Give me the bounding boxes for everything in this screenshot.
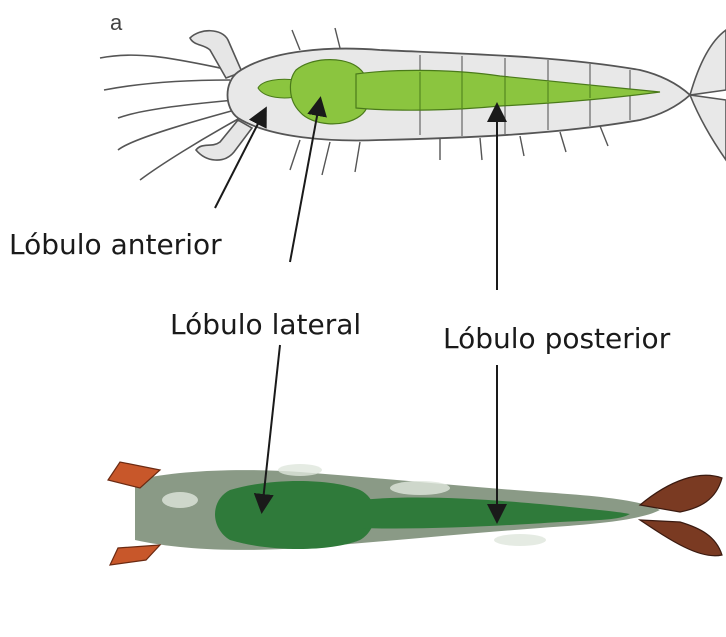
shrimp-drawing	[100, 28, 726, 180]
dissected-shrimp-photo	[108, 462, 722, 565]
panel-letter: a	[110, 10, 123, 35]
label-posterior-lobe: Lóbulo posterior	[443, 325, 670, 353]
label-lateral-lobe: Lóbulo lateral	[170, 311, 361, 339]
label-anterior-lobe: Lóbulo anterior	[9, 231, 222, 259]
